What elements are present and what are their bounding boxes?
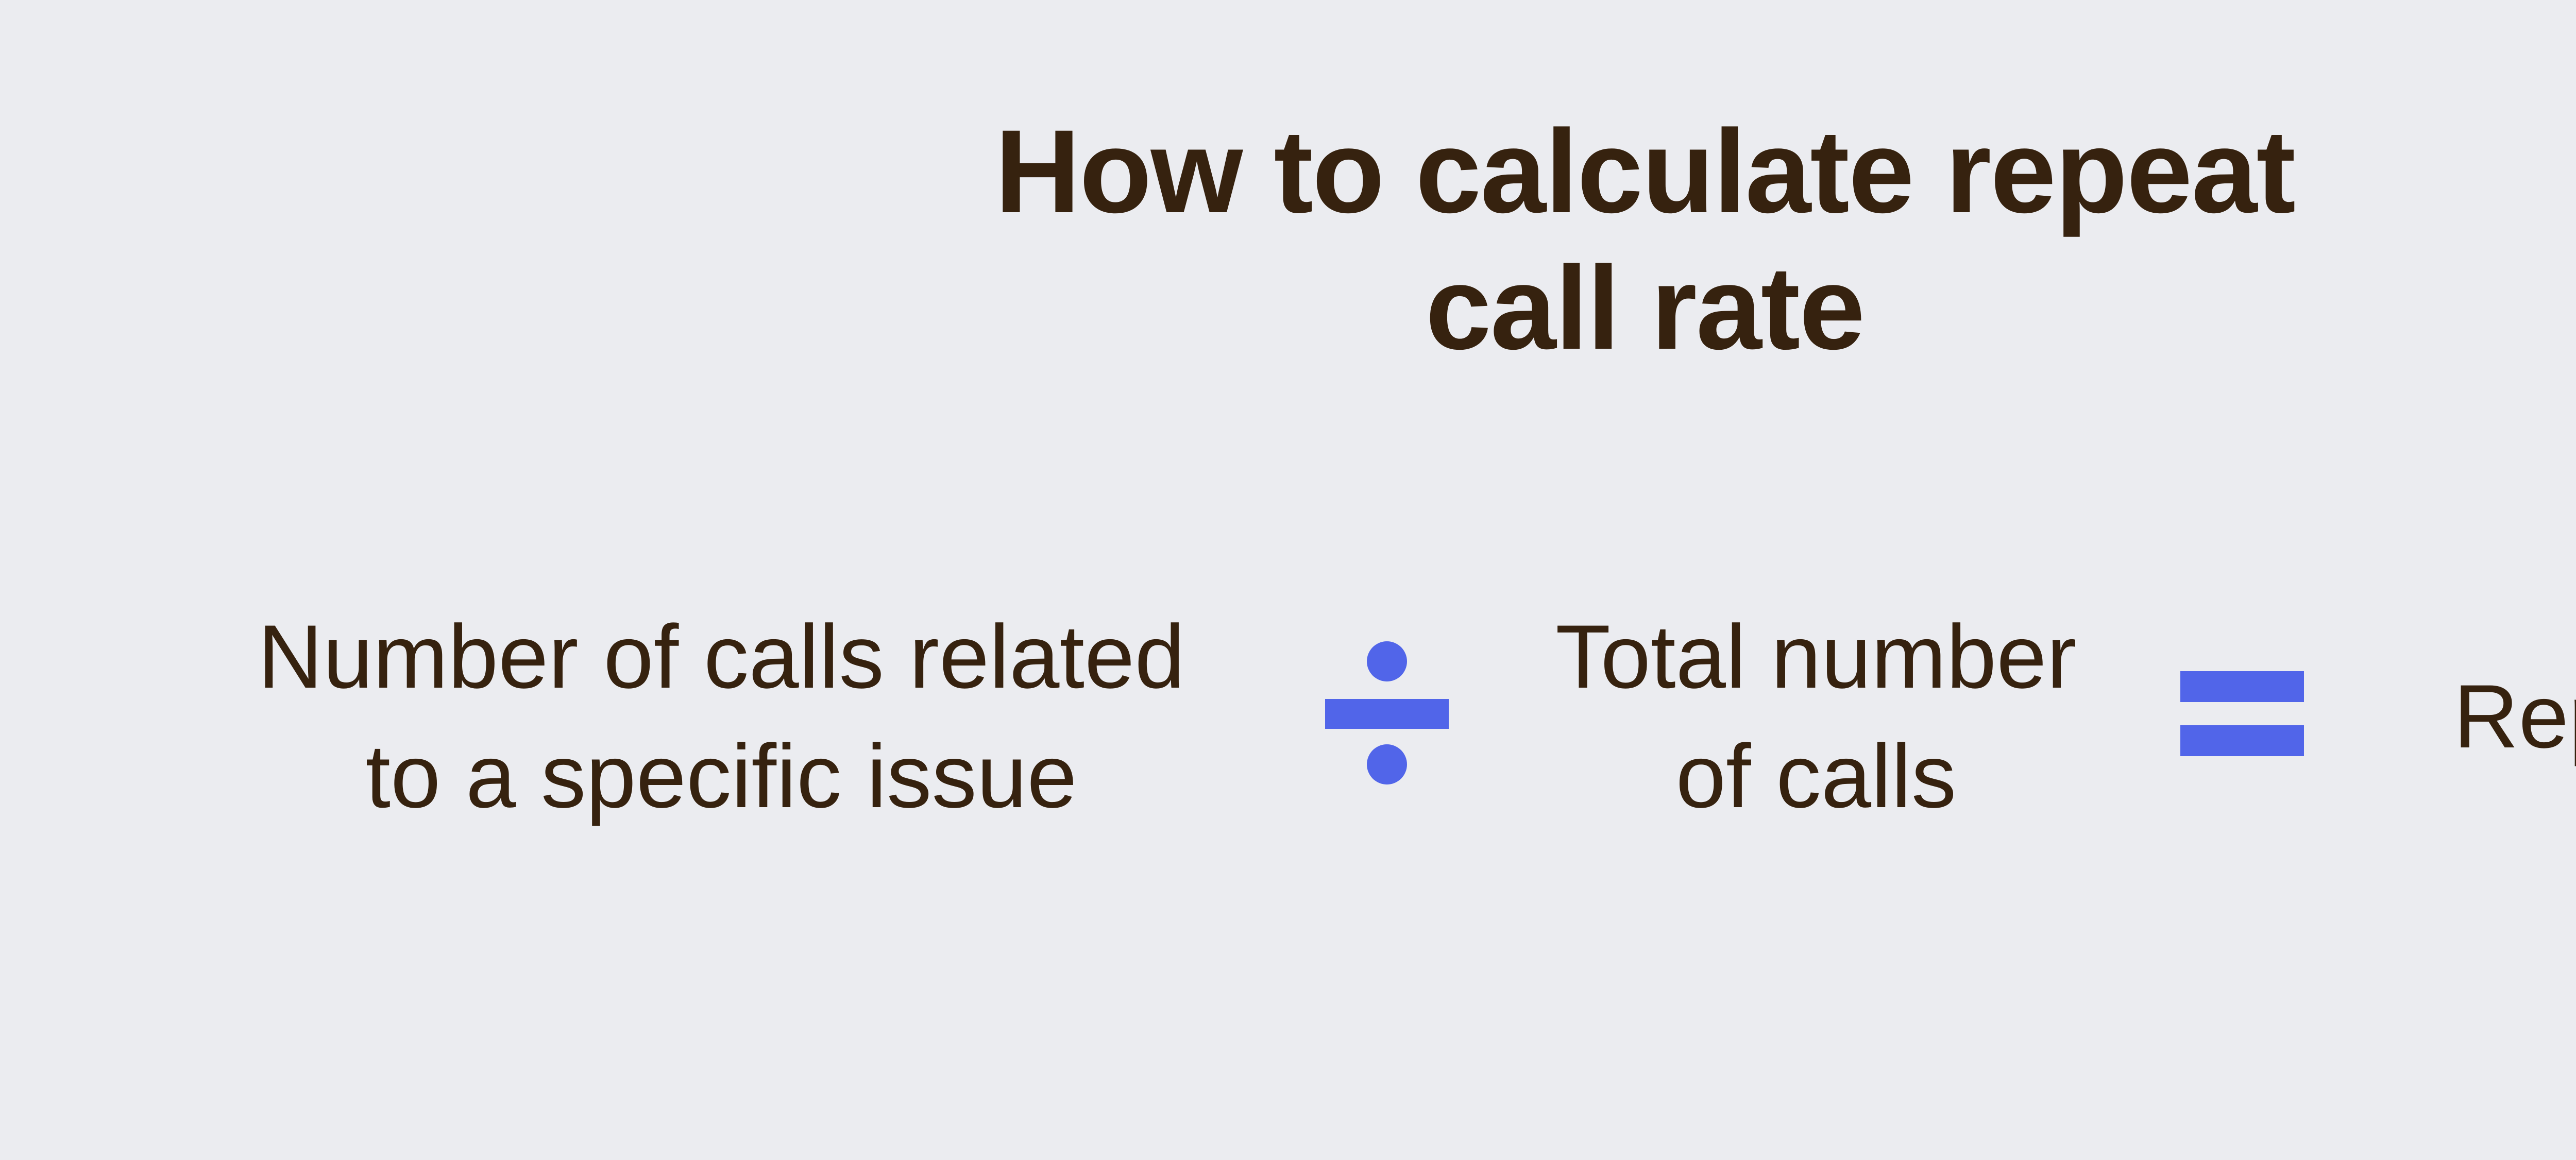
page-title: How to calculate repeat call rate bbox=[0, 103, 2576, 376]
title-line-2: call rate bbox=[1425, 242, 1865, 374]
denominator-line-2: of calls bbox=[1675, 726, 1957, 827]
denominator-term: Total number of calls bbox=[1468, 598, 2164, 837]
equals-icon bbox=[2180, 671, 2304, 759]
denominator-line-1: Total number bbox=[1555, 607, 2077, 707]
title-line-1: How to calculate repeat bbox=[994, 105, 2296, 237]
divide-icon bbox=[1325, 641, 1449, 791]
numerator-line-1: Number of calls related bbox=[258, 607, 1185, 707]
numerator-line-2: to a specific issue bbox=[365, 726, 1077, 827]
result-term: Repeat call rate bbox=[2453, 667, 2576, 767]
numerator-term: Number of calls related to a specific is… bbox=[155, 598, 1288, 837]
